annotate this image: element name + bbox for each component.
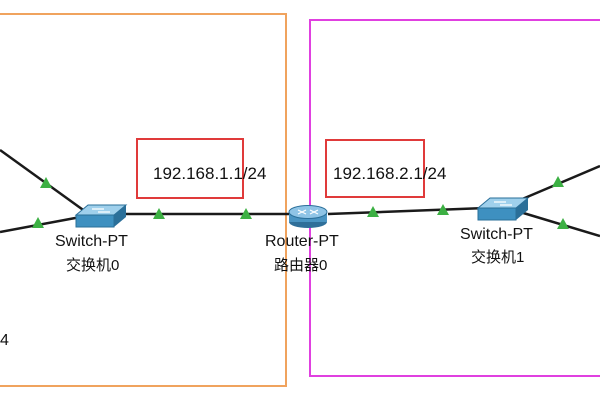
right-network-area xyxy=(309,19,600,377)
left-ip-highlight xyxy=(136,138,244,199)
link-router0-switch1[interactable] xyxy=(327,206,487,216)
switch1-type-label: Switch-PT xyxy=(460,226,533,243)
right-ip-label: 192.168.2.1/24 xyxy=(333,164,447,183)
link-status-triangle xyxy=(367,206,379,217)
switch0-type-label: Switch-PT xyxy=(55,233,128,250)
right-ip-highlight xyxy=(325,139,425,198)
switch-icon[interactable] xyxy=(74,204,128,228)
link-status-triangle xyxy=(552,176,564,187)
switch-icon[interactable] xyxy=(476,197,530,221)
switch1-name-label: 交换机1 xyxy=(471,249,525,266)
link-left-upper[interactable] xyxy=(0,148,87,214)
link-status-triangle xyxy=(32,217,44,228)
link-status-triangle xyxy=(557,218,569,229)
router0-name-label: 路由器0 xyxy=(274,257,328,274)
switch0-name-label: 交换机0 xyxy=(66,257,120,274)
link-status-indicators xyxy=(32,176,569,229)
left-network-area xyxy=(0,13,287,387)
link-status-triangle xyxy=(40,177,52,188)
partial-device-label: 4 xyxy=(0,332,9,349)
link-status-triangle xyxy=(437,204,449,215)
left-ip-label: 192.168.1.1/24 xyxy=(153,164,267,183)
link-status-triangle xyxy=(240,208,252,219)
link-status-triangle xyxy=(153,208,165,219)
link-left-lower[interactable] xyxy=(0,214,87,234)
router-icon[interactable] xyxy=(288,205,328,229)
router0-type-label: Router-PT xyxy=(265,233,339,250)
